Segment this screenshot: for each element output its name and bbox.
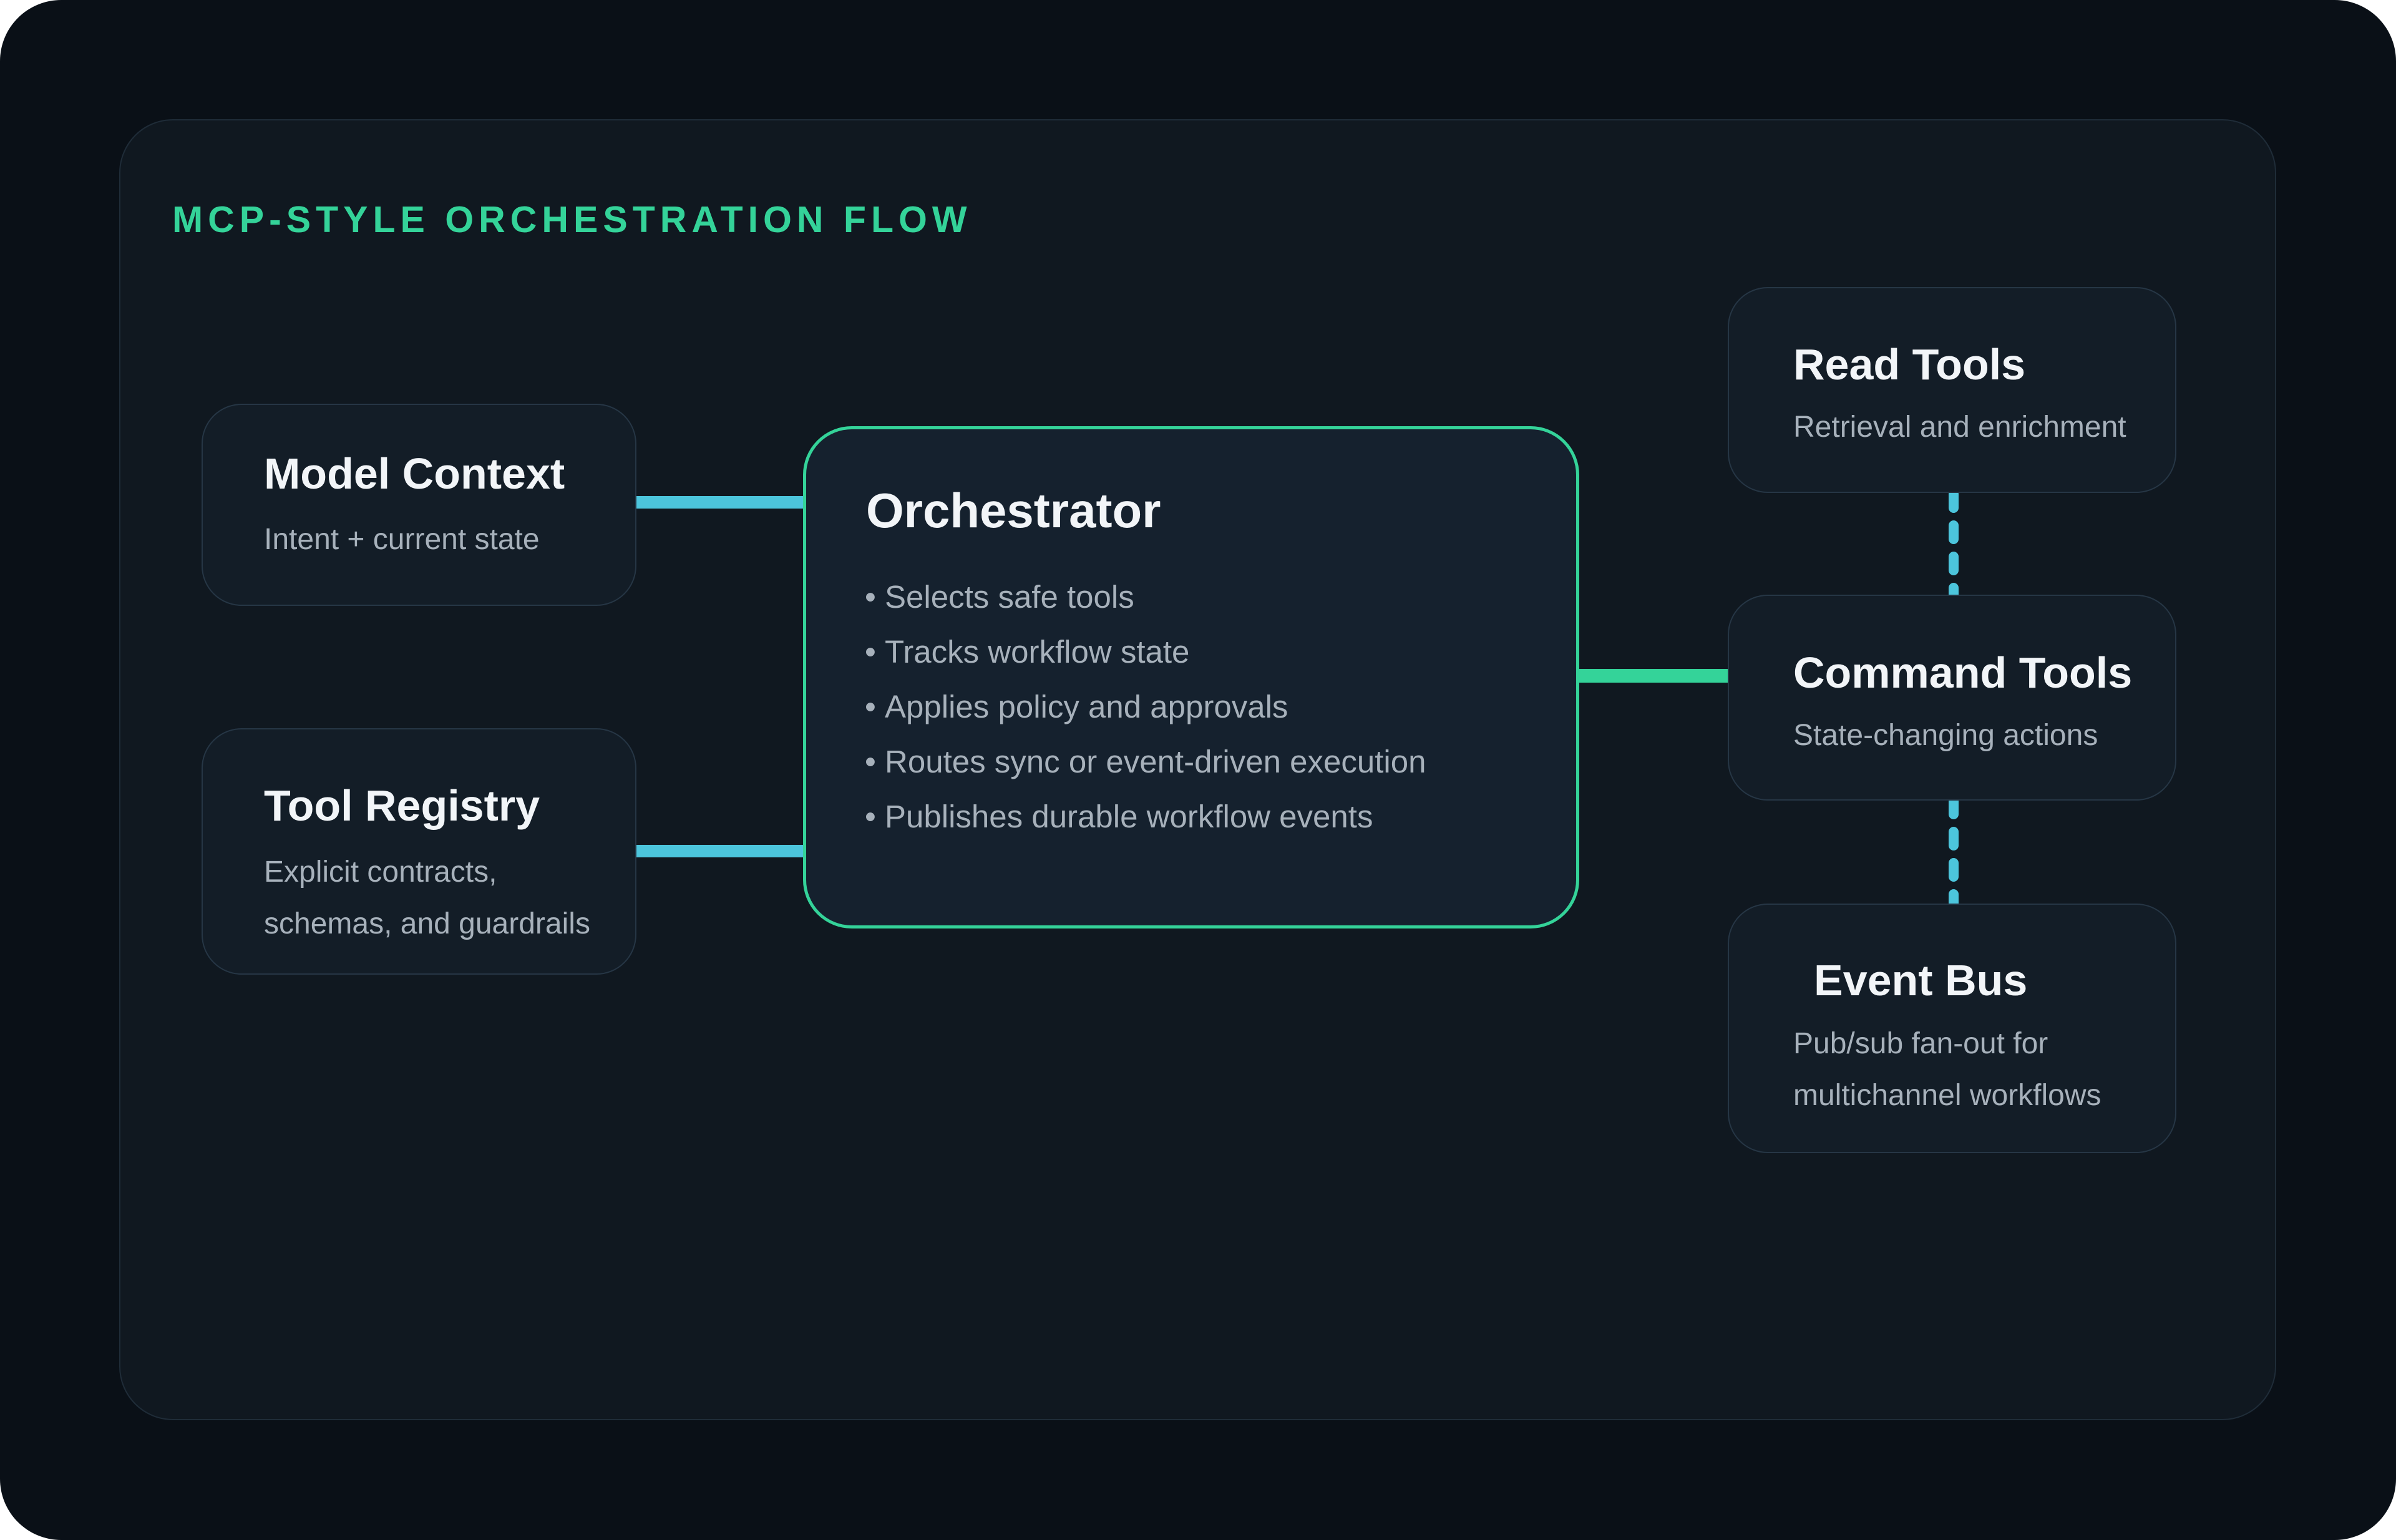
event-bus-description-line-2: multichannel workflows [1793, 1079, 2101, 1112]
read-tools-title: Read Tools [1793, 340, 2026, 389]
model-context-description: Intent + current state [264, 523, 540, 556]
event-bus-node [1728, 904, 2176, 1153]
orchestrator-bullet: Tracks workflow state [865, 625, 1426, 680]
tool-registry-title: Tool Registry [264, 781, 540, 830]
read-tools-node [1728, 287, 2176, 493]
command-tools-node [1728, 595, 2176, 801]
model-context-title: Model Context [264, 449, 565, 498]
event-bus-description-line-1: Pub/sub fan-out for [1793, 1027, 2048, 1060]
orchestrator-responsibilities: Selects safe tools Tracks workflow state… [865, 570, 1426, 844]
orchestrator-bullet: Selects safe tools [865, 570, 1426, 625]
diagram-heading: MCP-STYLE ORCHESTRATION FLOW [172, 199, 972, 240]
orchestrator-title: Orchestrator [866, 483, 1161, 538]
orchestrator-bullet: Applies policy and approvals [865, 680, 1426, 734]
event-bus-title: Event Bus [1814, 956, 2028, 1005]
tool-registry-node [202, 728, 636, 975]
command-tools-title: Command Tools [1793, 648, 2133, 697]
read-tools-description: Retrieval and enrichment [1793, 411, 2126, 444]
orchestrator-bullet: Publishes durable workflow events [865, 789, 1426, 844]
model-context-node [202, 404, 636, 606]
tool-registry-description-line-1: Explicit contracts, [264, 855, 497, 889]
orchestrator-bullet: Routes sync or event-driven execution [865, 734, 1426, 789]
tool-registry-description-line-2: schemas, and guardrails [264, 907, 590, 940]
command-tools-description: State-changing actions [1793, 719, 2098, 752]
